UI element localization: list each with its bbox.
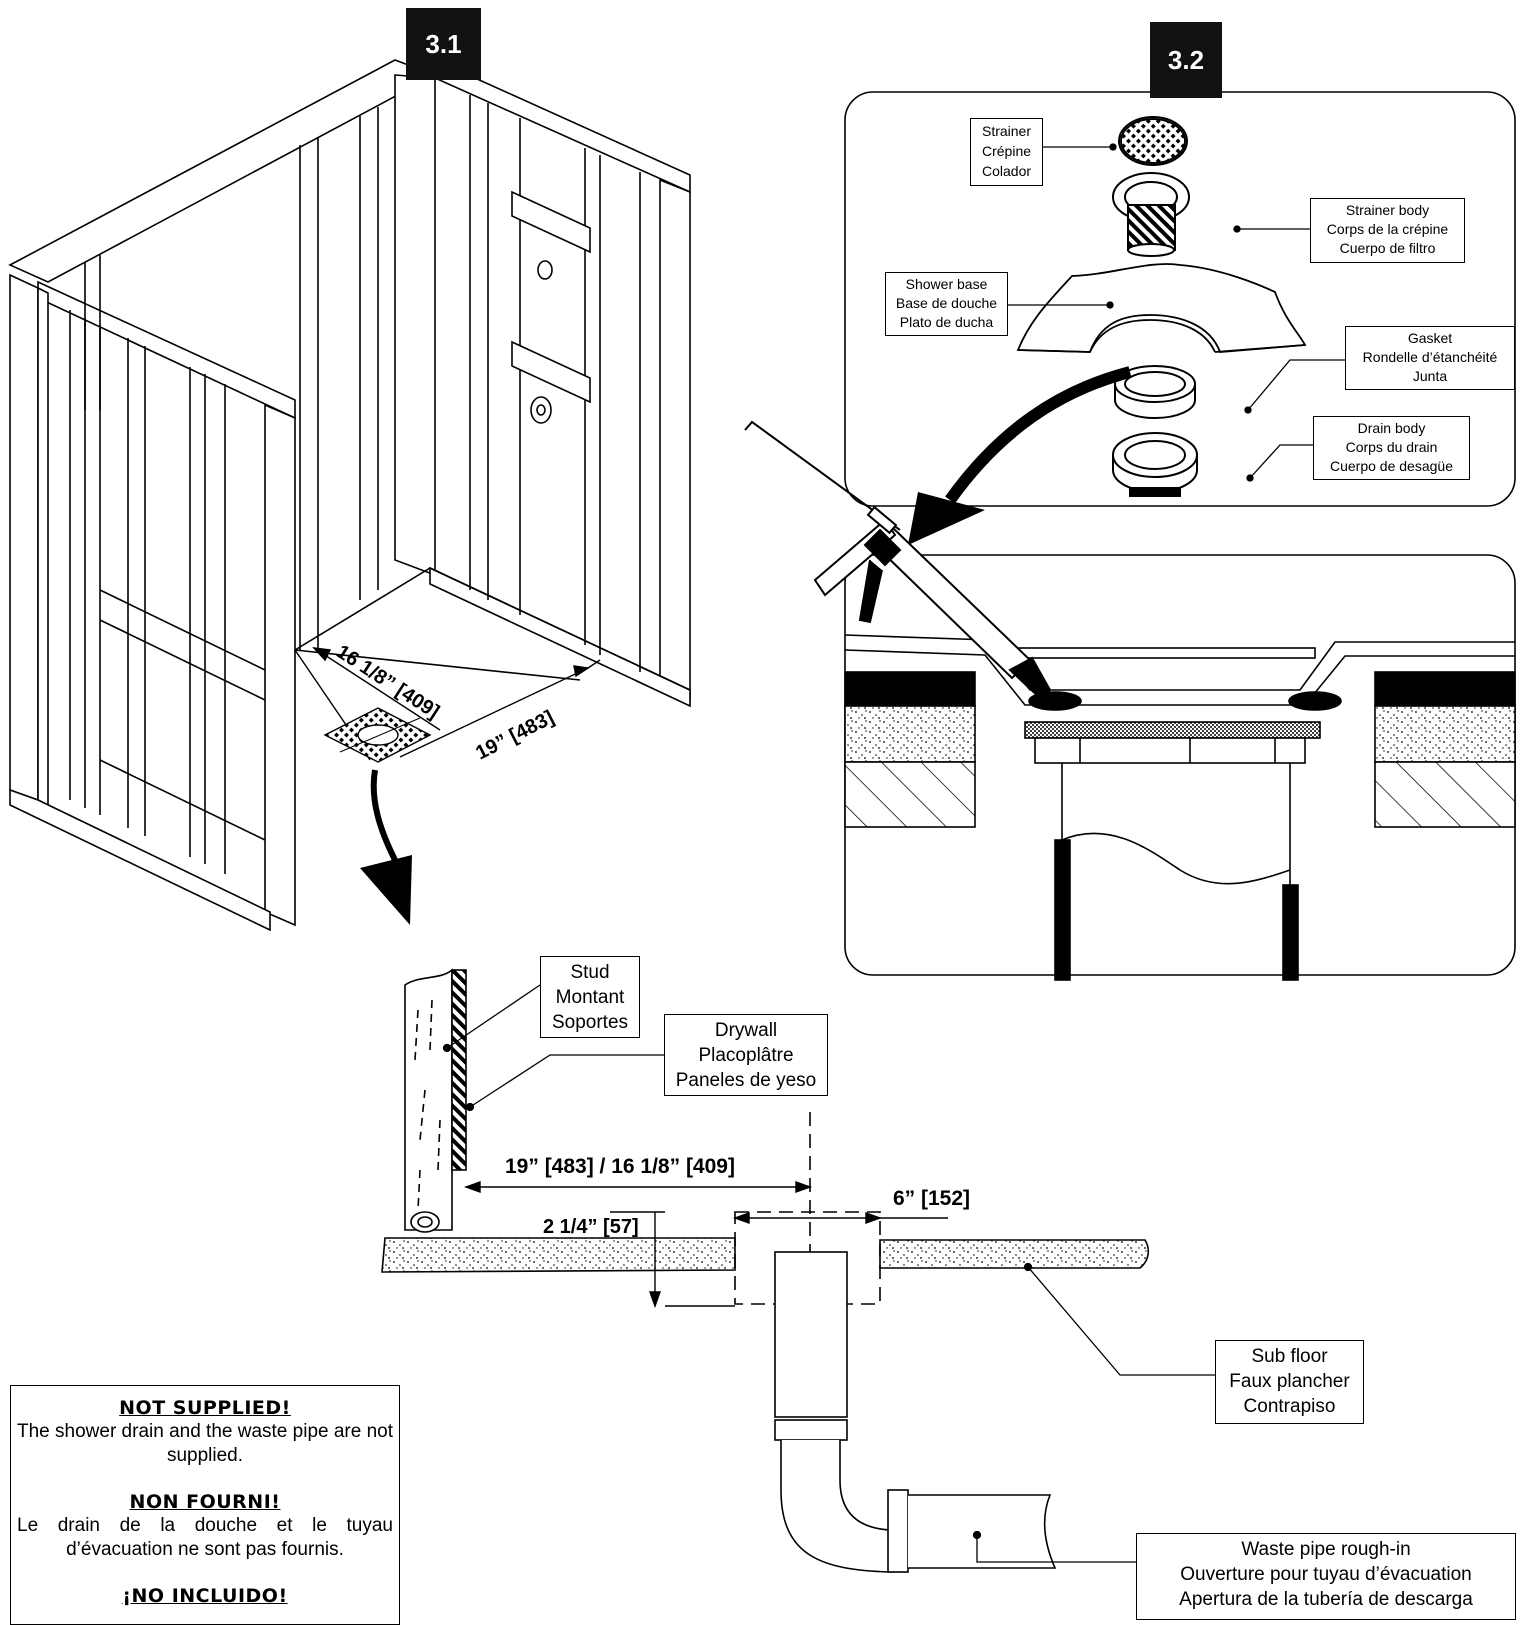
caulk-gun-icon — [744, 420, 1052, 700]
wall-to-center-dimension: 19” [483] / 16 1/8” [409] — [505, 1155, 735, 1178]
drywall-label: Drywall Placoplâtre Paneles de yeso — [664, 1014, 828, 1096]
notice-title-fr: NON FOURNI! — [129, 1491, 281, 1513]
down-arrow — [360, 769, 412, 925]
wall-framing — [8, 58, 691, 932]
gasket-label: Gasket Rondelle d’étanchéité Junta — [1345, 326, 1515, 390]
strainer-label: Strainer Crépine Colador — [970, 118, 1043, 186]
notice-text-en: The shower drain and the waste pipe are … — [17, 1421, 394, 1466]
frame-width-dimension: 19” [483] — [472, 706, 557, 764]
stud-label: Stud Montant Soportes — [540, 956, 640, 1038]
wall-detail — [381, 968, 1150, 1573]
notice-title-en: NOT SUPPLIED! — [119, 1397, 291, 1419]
drain-body-label: Drain body Corps du drain Cuerpo de desa… — [1313, 416, 1470, 480]
frame-depth-dimension: 16 1/8” [409] — [332, 641, 443, 724]
gasket-part — [1114, 365, 1196, 419]
step-3-2-badge: 3.2 — [1150, 22, 1222, 98]
drain-body-part — [1112, 432, 1198, 497]
notice-title-es: ¡NO INCLUIDO! — [122, 1585, 288, 1607]
drain-cross-section — [844, 634, 1516, 981]
insert-arrow — [908, 366, 1132, 545]
detail-leaders — [442, 984, 1215, 1563]
strainer-body-label: Strainer body Corps de la crépine Cuerpo… — [1310, 198, 1465, 263]
shower-base-label: Shower base Base de douche Plato de duch… — [885, 272, 1008, 336]
strainer-part — [1118, 116, 1188, 166]
floor-drain-location — [323, 707, 432, 763]
shower-base-part — [1016, 263, 1307, 353]
waste-pipe-label: Waste pipe rough-in Ouverture pour tuyau… — [1136, 1533, 1516, 1620]
floor-depth-dimension: 2 1/4” [57] — [543, 1216, 639, 1238]
notice-text-fr: Le drain de la douche et le tuyau d’évac… — [17, 1515, 393, 1560]
not-supplied-notice: NOT SUPPLIED! The shower drain and the w… — [10, 1385, 400, 1625]
opening-width-dimension: 6” [152] — [893, 1187, 970, 1210]
sub-floor-label: Sub floor Faux plancher Contrapiso — [1215, 1340, 1364, 1424]
part-leaders — [1005, 143, 1345, 482]
wall-detail-dimension-lines — [463, 1181, 948, 1309]
strainer-body-part — [1112, 172, 1190, 257]
step-3-1-badge: 3.1 — [406, 8, 481, 80]
